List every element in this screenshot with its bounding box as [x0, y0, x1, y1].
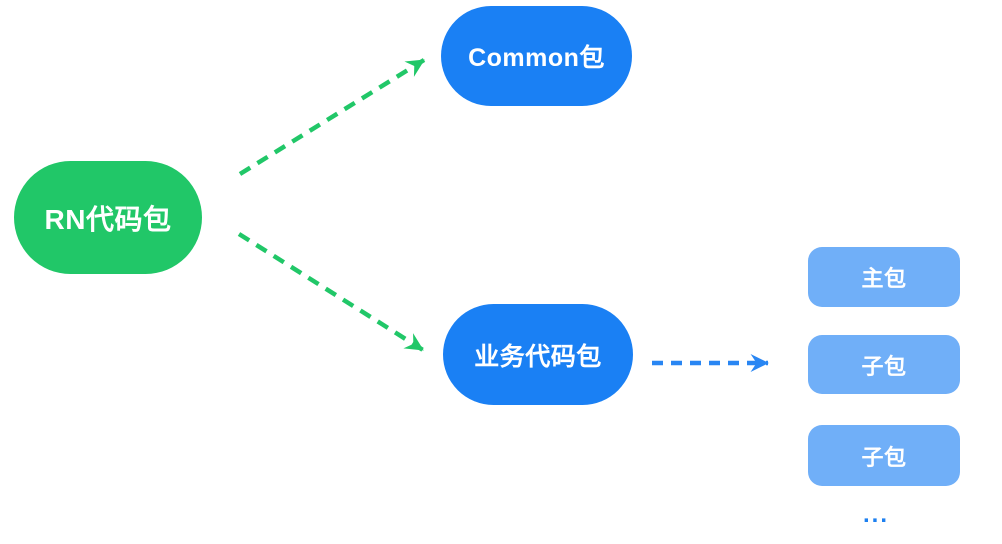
node-rn-package: RN代码包 [14, 161, 202, 274]
node-main-package-label: 主包 [861, 266, 907, 291]
node-business-package-label: 业务代码包 [474, 342, 602, 371]
node-rn-package-label: RN代码包 [44, 203, 172, 235]
more-packages-ellipsis: ... [862, 501, 889, 528]
edge-rn-to-common [238, 58, 426, 176]
edge-rn-to-business [237, 232, 425, 352]
node-common-package-label: Common包 [468, 44, 605, 72]
node-sub-package-1-label: 子包 [861, 353, 907, 379]
node-sub-package-2: 子包 [808, 425, 960, 486]
node-sub-package-1: 子包 [808, 335, 960, 394]
node-main-package: 主包 [808, 247, 960, 307]
node-business-package: 业务代码包 [443, 304, 633, 405]
node-sub-package-2-label: 子包 [861, 444, 907, 470]
node-common-package: Common包 [441, 6, 632, 106]
